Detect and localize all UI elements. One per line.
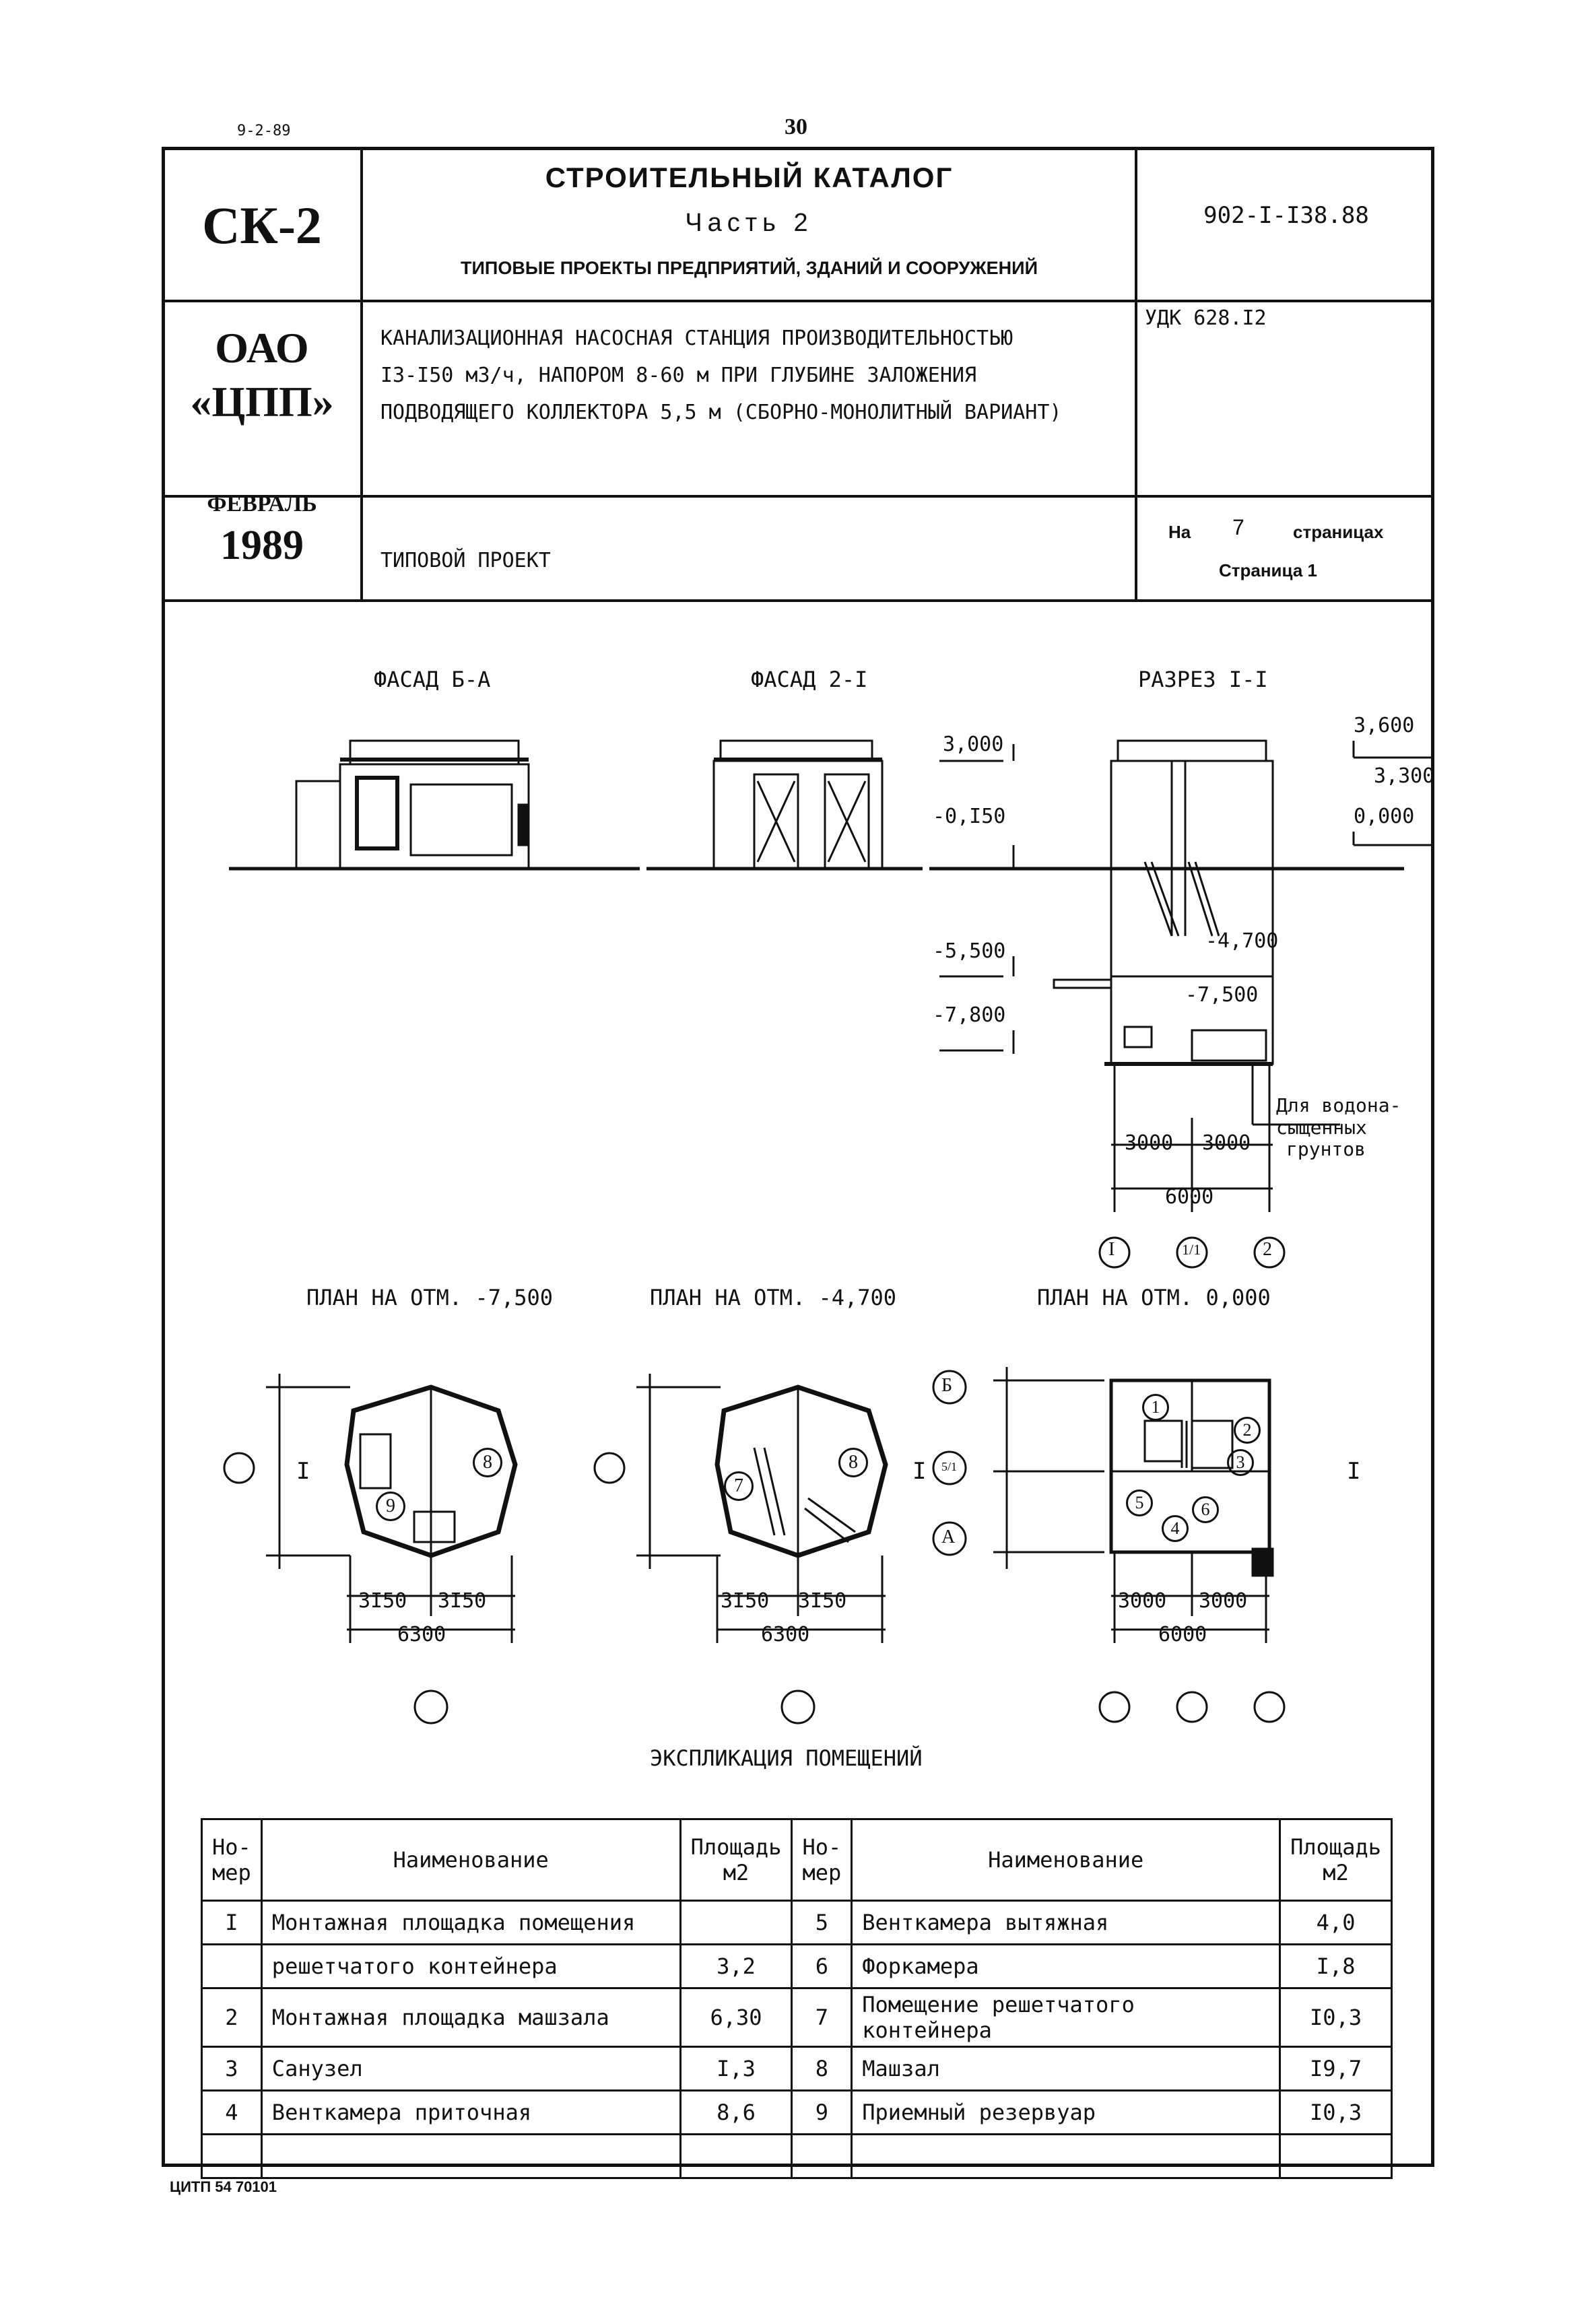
table-row: решетчатого контейнера 3,2 6 Форкамера I… bbox=[201, 1943, 1393, 1989]
header-name: Наименование bbox=[260, 1818, 681, 1902]
room-marker: 3 bbox=[1227, 1449, 1254, 1476]
section-mark: -7,500 bbox=[1185, 983, 1259, 1007]
plan-dim: 3I50 bbox=[358, 1589, 407, 1613]
section-note: сыщенных bbox=[1276, 1116, 1367, 1139]
description-line-1: КАНАЛИЗАЦИОННАЯ НАСОСНАЯ СТАНЦИЯ ПРОИЗВО… bbox=[380, 327, 1013, 350]
section-note: грунтов bbox=[1286, 1138, 1366, 1160]
plan-dim: 3I50 bbox=[721, 1589, 770, 1613]
section-dim: 3000 bbox=[1125, 1131, 1174, 1155]
section-mark: 3,600 bbox=[1354, 714, 1415, 737]
plan-0000-drawing bbox=[932, 1367, 1286, 1723]
current-page: Страница 1 bbox=[1219, 560, 1317, 580]
axis-label: I bbox=[1108, 1239, 1115, 1260]
issue-month: ФЕВРАЛЬ bbox=[207, 492, 317, 516]
description-line-3: ПОДВОДЯЩЕГО КОЛЛЕКТОРА 5,5 м (СБОРНО-МОН… bbox=[380, 401, 1062, 424]
plan-dim: 3000 bbox=[1118, 1589, 1167, 1613]
room-marker: 2 bbox=[1234, 1417, 1261, 1444]
org-name-2: «ЦПП» bbox=[190, 378, 334, 426]
section-mark: 0,000 bbox=[1354, 805, 1415, 828]
explication-title: ЭКСПЛИКАЦИЯ ПОМЕЩЕНИЙ bbox=[650, 1745, 923, 1771]
room-marker: 1 bbox=[1142, 1394, 1169, 1421]
section-marker: I bbox=[912, 1458, 927, 1485]
plan-m7500-title: ПЛАН НА ОТМ. -7,500 bbox=[306, 1285, 554, 1310]
project-code: 902-I-I38.88 bbox=[1203, 202, 1369, 229]
section-dim: 6000 bbox=[1165, 1185, 1214, 1209]
project-type: ТИПОВОЙ ПРОЕКТ bbox=[380, 549, 551, 572]
room-marker: 9 bbox=[376, 1492, 405, 1521]
section-mark: -5,500 bbox=[933, 939, 1006, 963]
header-col-2 bbox=[1135, 147, 1137, 601]
page-number: 30 bbox=[785, 114, 807, 139]
section-mark: 3,300 bbox=[1374, 764, 1435, 788]
plan-m7500-drawing bbox=[223, 1374, 518, 1725]
room-marker: 5 bbox=[1126, 1490, 1153, 1516]
room-marker: 8 bbox=[473, 1448, 502, 1477]
section-mark: 3,000 bbox=[943, 733, 1004, 756]
section-dim: 3000 bbox=[1202, 1131, 1251, 1155]
plan-dim: 3000 bbox=[1199, 1589, 1248, 1613]
plan-dim: 6000 bbox=[1158, 1623, 1207, 1646]
facade-ba-drawing bbox=[229, 739, 640, 871]
pages-count: 7 bbox=[1232, 515, 1244, 539]
room-marker: 6 bbox=[1192, 1496, 1219, 1523]
facade-ba-title: ФАСАД Б-А bbox=[374, 667, 491, 692]
page-date: 9-2-89 bbox=[237, 123, 291, 139]
section-note: Для водона- bbox=[1276, 1094, 1401, 1116]
section-drawing bbox=[929, 739, 1434, 1269]
axis-label: 2 bbox=[1263, 1239, 1272, 1260]
header-divider-2 bbox=[162, 495, 1434, 498]
room-marker: 8 bbox=[838, 1448, 868, 1477]
plan-0000-title: ПЛАН НА ОТМ. 0,000 bbox=[1037, 1285, 1271, 1310]
section-mark: -0,I50 bbox=[933, 805, 1006, 828]
description-line-2: I3-I50 м3/ч, НАПОРОМ 8-60 м ПРИ ГЛУБИНЕ … bbox=[380, 364, 977, 387]
section-marker: I bbox=[1347, 1458, 1361, 1485]
table-row: I Монтажная площадка помещения 5 Венткам… bbox=[201, 1900, 1393, 1945]
plan-dim: 6300 bbox=[761, 1623, 810, 1646]
catalog-subtitle: ТИПОВЫЕ ПРОЕКТЫ ПРЕДПРИЯТИЙ, ЗДАНИЙ И СО… bbox=[461, 258, 1038, 278]
table-row: 3 Санузел I,3 8 Машзал I9,7 bbox=[201, 2046, 1393, 2092]
pages-suffix: страницах bbox=[1293, 522, 1384, 542]
plan-dim: 3I50 bbox=[798, 1589, 847, 1613]
footer-code: ЦИТП 54 70101 bbox=[170, 2178, 277, 2195]
series-code: СК-2 bbox=[202, 196, 322, 255]
header-divider-3 bbox=[162, 599, 1434, 602]
plan-axis: 5/1 bbox=[941, 1460, 958, 1473]
udk-code: УДК 628.I2 bbox=[1145, 306, 1267, 330]
issue-year: 1989 bbox=[220, 523, 304, 568]
plan-dim: 3I50 bbox=[438, 1589, 487, 1613]
plan-dim: 6300 bbox=[397, 1623, 446, 1646]
plan-m4700-title: ПЛАН НА ОТМ. -4,700 bbox=[650, 1285, 897, 1310]
table-row: 2 Монтажная площадка машзала 6,30 7 Поме… bbox=[201, 1987, 1393, 2048]
org-name: ОАО bbox=[215, 324, 309, 372]
catalog-part: Часть 2 bbox=[685, 209, 813, 237]
section-title: РАЗРЕЗ I-I bbox=[1138, 667, 1268, 692]
header-divider-1 bbox=[162, 300, 1434, 302]
header-name: Наименование bbox=[851, 1818, 1282, 1902]
table-row bbox=[201, 2133, 1393, 2179]
table-row: 4 Венткамера приточная 8,6 9 Приемный ре… bbox=[201, 2089, 1393, 2135]
header-col-1 bbox=[360, 147, 363, 601]
facade-2i-title: ФАСАД 2-I bbox=[751, 667, 868, 692]
catalog-title: СТРОИТЕЛЬНЫЙ КАТАЛОГ bbox=[545, 162, 954, 193]
section-mark: -7,800 bbox=[933, 1003, 1006, 1027]
axis-label: 1/1 bbox=[1182, 1241, 1201, 1258]
facade-2i-drawing bbox=[646, 739, 923, 871]
plan-axis: А bbox=[941, 1527, 956, 1547]
pages-prefix: На bbox=[1168, 522, 1191, 542]
section-mark: -4,700 bbox=[1205, 929, 1279, 953]
room-marker: 4 bbox=[1162, 1515, 1189, 1542]
plan-axis: Б bbox=[941, 1375, 953, 1396]
plan-m4700-drawing bbox=[593, 1374, 888, 1725]
section-marker: I bbox=[296, 1458, 310, 1485]
room-marker: 7 bbox=[724, 1471, 754, 1501]
